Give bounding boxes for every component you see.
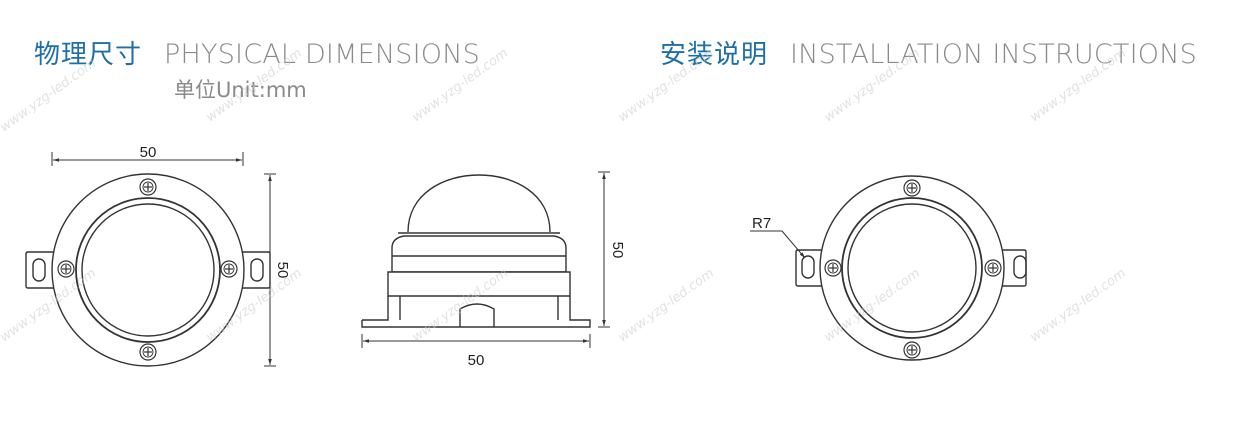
screw-icon — [824, 259, 842, 277]
screw-icon — [903, 341, 921, 359]
side-height-dimension — [598, 171, 610, 328]
radius-leader — [750, 230, 806, 259]
watermark-text: www.yzg-led.com — [616, 46, 717, 125]
left-slot — [32, 258, 46, 282]
installation-view-drawing — [795, 175, 1027, 361]
dome-lens — [407, 174, 551, 233]
screw-icon — [57, 260, 75, 278]
left-slot — [801, 255, 815, 279]
watermark-text: www.yzg-led.com — [822, 46, 923, 125]
installation-title-cn: 安装说明 — [660, 40, 769, 70]
outer-flange — [819, 175, 1005, 361]
side-width-label: 50 — [468, 352, 485, 369]
base-plate — [361, 296, 591, 328]
watermark-text: www.yzg-led.com — [616, 266, 717, 345]
top-width-dimension — [51, 152, 244, 166]
top-width-label: 50 — [140, 144, 157, 161]
top-height-label: 50 — [274, 262, 291, 279]
housing-body — [391, 235, 567, 273]
watermark-text: www.yzg-led.com — [204, 46, 305, 125]
screw-icon — [984, 259, 1002, 277]
outer-flange — [51, 173, 245, 367]
screw-icon — [903, 179, 921, 197]
installation-instructions-heading: 安装说明 INSTALLATION INSTRUCTIONS — [660, 34, 1197, 71]
physical-dimensions-title-en: PHYSICAL DIMENSIONS — [164, 39, 480, 70]
lens-outer-ring — [75, 197, 221, 343]
watermark-text: www.yzg-led.com — [1028, 266, 1129, 345]
radius-label: R7 — [752, 215, 771, 232]
unit-label: 单位Unit:mm — [174, 78, 307, 102]
screw-icon — [139, 343, 157, 361]
watermark-text: www.yzg-led.com — [0, 56, 99, 135]
watermark-text: www.yzg-led.com — [1028, 46, 1129, 125]
lens-inner-ring — [847, 203, 977, 333]
right-slot — [250, 258, 264, 282]
physical-dimensions-title-cn: 物理尺寸 — [34, 40, 143, 70]
cable-notch — [459, 303, 495, 327]
top-height-dimension — [264, 173, 276, 367]
top-view-drawing — [25, 173, 271, 367]
screw-icon — [139, 178, 157, 196]
side-height-label: 50 — [609, 242, 626, 259]
side-width-dimension — [361, 334, 591, 348]
installation-title-en: INSTALLATION INSTRUCTIONS — [790, 39, 1197, 70]
left-mounting-tab — [795, 249, 824, 287]
physical-dimensions-heading: 物理尺寸 PHYSICAL DIMENSIONS — [34, 34, 480, 71]
lens-outer-ring — [841, 197, 983, 339]
right-slot — [1013, 255, 1027, 279]
screw-icon — [220, 260, 238, 278]
side-view-drawing — [361, 174, 591, 328]
watermark-text: www.yzg-led.com — [410, 46, 511, 125]
lens-inner-ring — [81, 203, 215, 337]
left-mounting-tab — [25, 251, 56, 289]
